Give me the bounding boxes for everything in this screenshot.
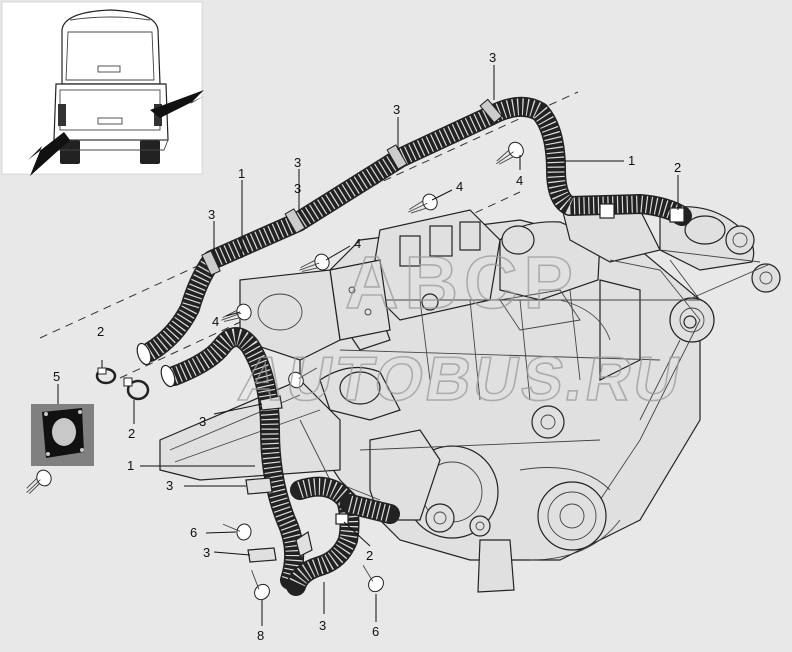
- callout-c2: 1: [628, 153, 635, 168]
- callout-c20: 5: [53, 369, 60, 384]
- fastener-screws: [26, 141, 524, 601]
- corrugated-harness-hose: [136, 96, 692, 596]
- callout-c19: 4: [212, 314, 219, 329]
- callout-c13: 3: [199, 414, 206, 429]
- callout-c10: 3: [393, 102, 400, 117]
- callout-c15: 3: [203, 545, 210, 560]
- callout-c8: 3: [208, 207, 215, 222]
- callout-c18: 4: [354, 236, 361, 251]
- callout-labels: 3 3 3 3 3 1 1 2 4 4 4 4 2 2 3 1 3 6 3 2 …: [53, 50, 681, 643]
- callout-c23: 8: [257, 628, 264, 643]
- callout-c5: 2: [97, 324, 104, 339]
- p-clips: [245, 395, 313, 563]
- callout-c6: 2: [128, 426, 135, 441]
- watermark-line1: ABCP: [345, 241, 579, 324]
- callout-c3: 1: [127, 458, 134, 473]
- bus-rear-view-inset: [1, 1, 204, 176]
- callout-c13b: 3: [319, 618, 326, 633]
- callout-c22: 6: [372, 624, 379, 639]
- callout-c11: 3: [294, 155, 301, 170]
- callout-c16: 4: [516, 173, 523, 188]
- leader-lines: [57, 65, 679, 626]
- callout-c4: 2: [674, 160, 681, 175]
- watermark: ABCP AUTOBUS.RU: [233, 240, 689, 414]
- callout-c9: 3: [489, 50, 496, 65]
- callout-c14: 3: [166, 478, 173, 493]
- gasket-plate: [31, 404, 94, 466]
- callout-c17: 4: [456, 179, 463, 194]
- callout-c7: 2: [366, 548, 373, 563]
- watermark-line2: AUTOBUS.RU: [234, 344, 688, 413]
- callout-c21: 6: [190, 525, 197, 540]
- hose-clamps: [95, 203, 685, 525]
- callout-c1: 1: [238, 166, 245, 181]
- callout-c12: 3: [294, 181, 301, 196]
